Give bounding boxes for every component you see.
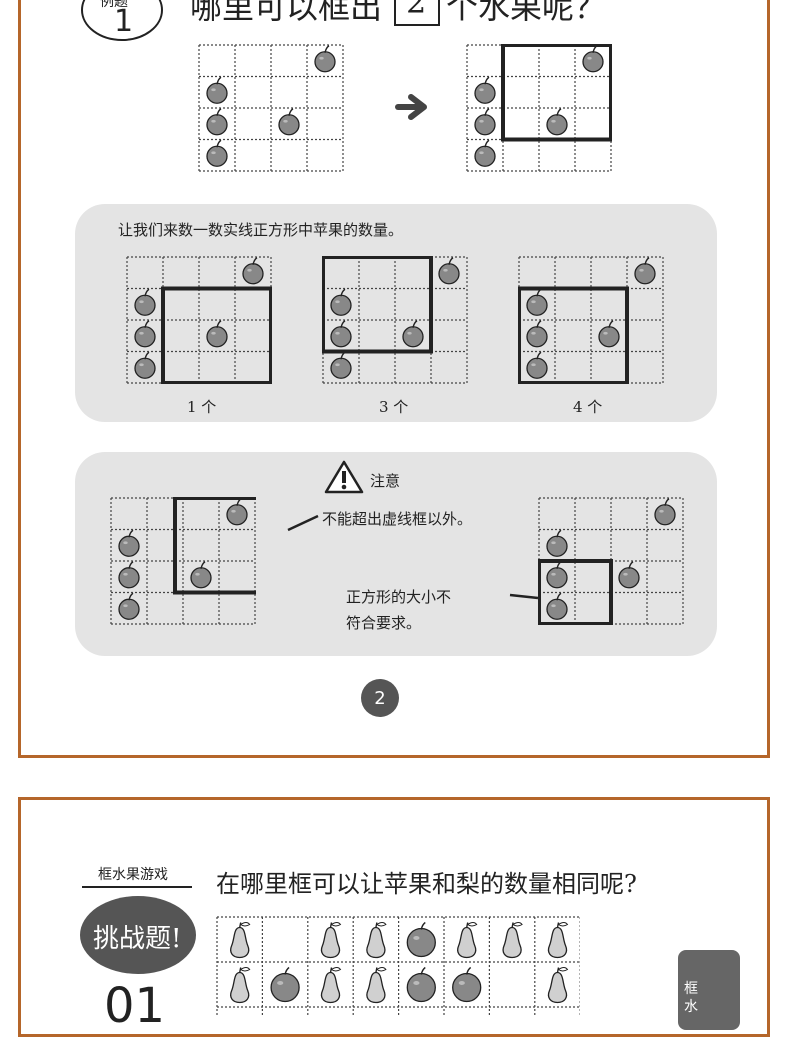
example-question-start: 哪里可以框出 <box>190 0 383 26</box>
example-question-number: 2 <box>406 0 427 21</box>
apple-icon <box>452 966 482 1003</box>
apple-icon <box>546 529 568 557</box>
challenge-badge <box>80 896 196 974</box>
solid-square <box>501 44 612 142</box>
apple-icon <box>278 108 300 136</box>
count-instruction: 让我们来数一数实线正方形中苹果的数量。 <box>118 221 404 239</box>
apple-icon <box>474 108 496 136</box>
solid-square <box>518 286 629 384</box>
category-underline <box>82 886 192 888</box>
apple-icon <box>206 320 228 348</box>
apple-icon <box>206 139 228 167</box>
pear-icon <box>547 967 569 1004</box>
apple-icon <box>314 45 336 73</box>
count-panel <box>75 204 717 422</box>
example-grid-before <box>198 44 344 172</box>
apple-icon <box>330 320 352 348</box>
apple-icon <box>134 288 156 316</box>
pear-icon <box>366 922 387 959</box>
apple-icon <box>190 561 212 589</box>
count-caption-one: 1 个 <box>187 398 217 416</box>
example-badge-number: 1 <box>114 4 134 39</box>
fruit-grid <box>216 916 580 1017</box>
apple-icon <box>582 45 604 73</box>
apple-icon <box>526 320 548 348</box>
solid-square <box>538 559 613 625</box>
example-badge-label: 例题 <box>100 0 128 10</box>
warning-icon <box>324 460 364 494</box>
apple-icon <box>546 592 568 620</box>
apple-icon <box>406 966 436 1003</box>
page-number: 2 <box>361 679 399 717</box>
apple-icon <box>438 257 460 285</box>
pear-icon <box>320 922 342 959</box>
caution-note-size-line1: 正方形的大小不 <box>346 588 452 606</box>
caution-note-size-line2: 符合要求。 <box>346 614 422 632</box>
apple-icon <box>206 108 228 136</box>
apple-icon <box>270 966 300 1003</box>
apple-icon <box>118 592 140 620</box>
count-grid-one <box>126 256 272 384</box>
challenge-number: 01 <box>104 978 166 1034</box>
caution-title: 注意 <box>370 472 401 490</box>
pointer-line-size <box>509 593 539 600</box>
question-number-box <box>394 0 440 26</box>
apple-icon <box>546 108 568 136</box>
example-badge <box>81 0 163 41</box>
pear-icon <box>502 922 523 959</box>
apple-icon <box>634 257 656 285</box>
count-caption-four: 4 个 <box>573 398 603 416</box>
pear-icon <box>547 922 569 959</box>
apple-icon <box>118 529 140 557</box>
pear-icon <box>230 922 251 959</box>
apple-icon <box>242 257 264 285</box>
pear-icon <box>320 967 342 1004</box>
apple-icon <box>330 288 352 316</box>
pear-icon <box>366 967 387 1004</box>
apple-icon <box>526 351 548 379</box>
challenge-badge-label: 挑战题! <box>93 924 182 954</box>
count-grid-three <box>322 256 468 384</box>
apple-icon <box>474 76 496 104</box>
apple-icon <box>526 288 548 316</box>
pear-icon <box>230 967 251 1004</box>
apple-icon <box>206 76 228 104</box>
apple-icon <box>118 561 140 589</box>
apple-icon <box>330 351 352 379</box>
count-caption-three: 3 个 <box>379 398 409 416</box>
apple-icon <box>598 320 620 348</box>
apple-icon <box>226 498 248 526</box>
apple-icon <box>134 320 156 348</box>
example-question-end: 个水果呢？ <box>446 0 607 26</box>
caution-grid-outside <box>110 497 256 625</box>
apple-icon <box>402 320 424 348</box>
solid-square <box>173 497 256 595</box>
caution-note-outside: 不能超出虚线框以外。 <box>322 510 473 528</box>
apple-icon <box>546 561 568 589</box>
pear-icon <box>457 922 478 959</box>
solid-square <box>161 286 272 384</box>
challenge-question: 在哪里框可以让苹果和梨的数量相同呢? <box>216 870 637 898</box>
apple-icon <box>618 561 640 589</box>
arrow-right-icon <box>395 94 427 120</box>
apple-icon <box>474 139 496 167</box>
example-grid-after <box>466 44 612 172</box>
apple-icon <box>654 498 676 526</box>
caution-grid-size <box>538 497 684 625</box>
pointer-line-outside <box>287 514 319 532</box>
count-grid-four <box>518 256 664 384</box>
side-tab-label: 框水 <box>684 981 698 1015</box>
challenge-category: 框水果游戏 <box>98 867 168 883</box>
apple-icon <box>406 921 436 958</box>
solid-square <box>322 256 433 354</box>
apple-icon <box>134 351 156 379</box>
